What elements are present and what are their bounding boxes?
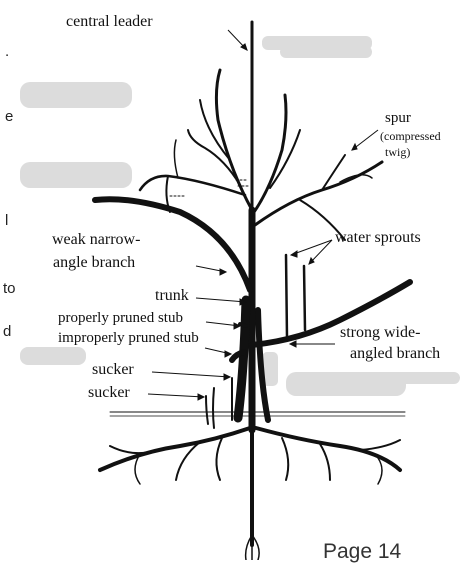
pointer-head <box>352 144 357 150</box>
root <box>135 454 140 484</box>
label-properly-pruned-stub: properly pruned stub <box>58 311 183 326</box>
tree-branches <box>95 22 410 560</box>
water-sprout <box>286 255 287 338</box>
side-text-fragment: d <box>3 324 11 339</box>
properly-pruned-stub <box>240 324 246 326</box>
side-text-fragment: l <box>5 213 8 228</box>
label-improperly-pruned-stub: improperly pruned stub <box>58 331 199 346</box>
root <box>100 428 250 470</box>
label-sucker-1: sucker <box>92 362 134 378</box>
sucker <box>206 396 208 424</box>
label-trunk: trunk <box>155 288 189 304</box>
label-spur-note-2: twig) <box>385 146 410 158</box>
redaction-box <box>370 372 460 384</box>
label-water-sprouts: water sprouts <box>335 230 421 246</box>
root <box>282 438 288 480</box>
root <box>110 446 150 453</box>
water-sprout <box>304 266 305 330</box>
side-text-fragment: e <box>5 109 13 124</box>
pointer-head <box>224 374 230 380</box>
root <box>360 440 400 450</box>
label-weak-branch-1: weak narrow- <box>52 232 140 248</box>
pointer-sucker-2 <box>148 394 204 397</box>
page-number: Page 14 <box>323 541 401 562</box>
trunk-base <box>238 300 246 418</box>
label-sucker-2: sucker <box>88 385 130 401</box>
pointer-head <box>291 251 297 257</box>
root <box>320 444 330 480</box>
redaction-box <box>20 347 86 365</box>
redaction-box <box>280 46 372 58</box>
pointer-head <box>198 394 204 400</box>
pointer-head <box>220 269 226 275</box>
branch <box>140 176 245 195</box>
label-weak-branch-2: angle branch <box>53 255 135 271</box>
label-spur: spur <box>385 111 411 126</box>
label-strong-branch-2: angled branch <box>350 346 440 362</box>
side-text-fragment: . <box>5 44 9 59</box>
redaction-box <box>20 82 132 108</box>
redaction-box <box>20 162 132 188</box>
pointer-trunk <box>196 298 246 302</box>
pointer-head <box>290 341 296 347</box>
pointer-head <box>225 351 231 357</box>
root <box>378 458 382 484</box>
label-central-leader: central leader <box>66 14 153 30</box>
root <box>216 438 222 480</box>
side-text-fragment: to <box>3 281 16 296</box>
branch <box>174 140 178 178</box>
pointer-sucker-1 <box>152 372 230 377</box>
sucker <box>213 388 214 428</box>
label-strong-branch-1: strong wide- <box>340 325 420 341</box>
label-spur-note-1: (compressed <box>380 130 441 142</box>
branch <box>252 95 286 215</box>
